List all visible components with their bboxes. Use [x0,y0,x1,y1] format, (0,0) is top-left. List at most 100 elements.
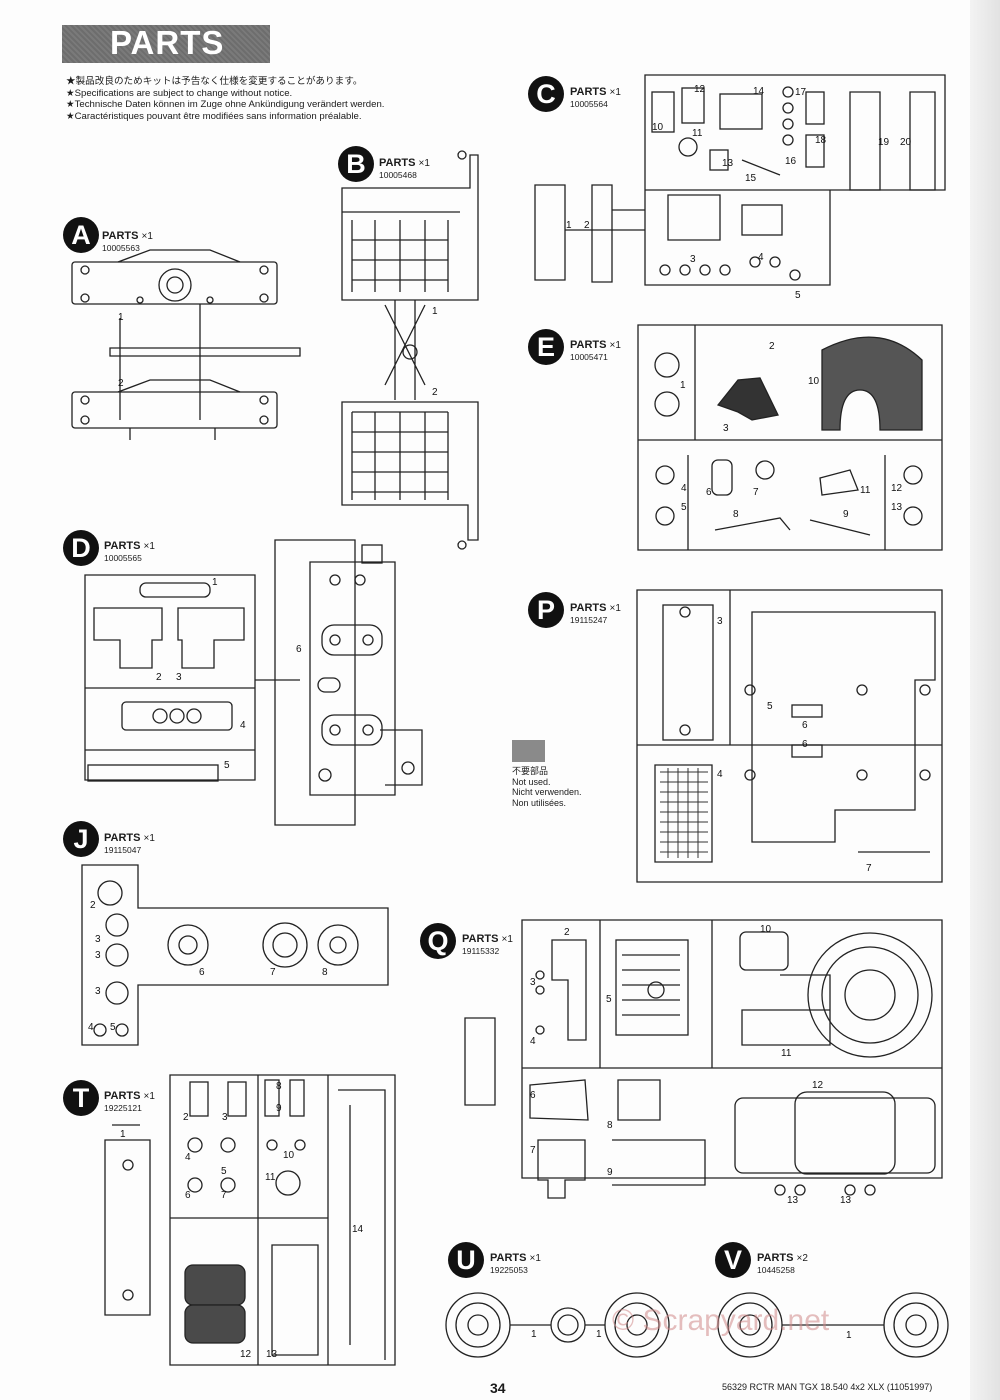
svg-text:6: 6 [802,720,808,731]
svg-text:6: 6 [296,644,302,655]
sprue-u-badge: U [448,1242,484,1278]
svg-text:9: 9 [607,1167,613,1178]
svg-text:7: 7 [753,487,759,498]
svg-text:12: 12 [812,1080,824,1091]
svg-text:8: 8 [607,1120,613,1131]
svg-text:13: 13 [722,158,734,169]
sprue-q-badge: Q [420,923,456,959]
svg-text:14: 14 [753,86,765,97]
not-used-legend: 不要部品 Not used. Nicht verwenden. Non util… [512,766,582,808]
svg-text:7: 7 [866,863,872,874]
svg-text:14: 14 [352,1224,364,1235]
sprue-a-badge: A [63,217,99,253]
svg-text:5: 5 [606,994,612,1005]
notice-en: ★Specifications are subject to change wi… [66,87,293,99]
sprue-a-label: PARTS ×1 [102,230,153,242]
sprue-q-code: 19115332 [462,946,500,956]
not-used-en: Not used. [512,776,551,787]
sprue-d-badge: D [63,530,99,566]
svg-text:12: 12 [694,84,706,95]
svg-text:7: 7 [530,1145,536,1156]
svg-text:2: 2 [564,927,570,938]
svg-text:3: 3 [222,1112,228,1123]
svg-text:4: 4 [530,1036,536,1047]
svg-text:2: 2 [432,387,438,398]
sprue-v-code: 10445258 [757,1265,795,1275]
svg-text:12: 12 [240,1349,252,1360]
sprue-p-label: PARTS ×1 [570,602,621,614]
svg-text:20: 20 [900,137,912,148]
sprue-p-grid [660,768,708,858]
svg-text:1: 1 [432,306,438,317]
svg-text:11: 11 [265,1172,276,1183]
svg-text:10: 10 [283,1150,295,1161]
sprue-t-badge: T [63,1080,99,1116]
svg-text:5: 5 [110,1022,116,1033]
sprue-d-drawing: 12 34 56 [84,539,423,826]
sprue-a-code: 10005563 [102,243,140,253]
svg-text:11: 11 [860,485,871,496]
svg-text:16: 16 [785,156,797,167]
sprue-v-drawing: 1 [717,1292,949,1358]
svg-text:6: 6 [802,739,808,750]
svg-text:6: 6 [530,1090,536,1101]
svg-text:1: 1 [596,1329,602,1340]
svg-text:2: 2 [183,1112,189,1123]
svg-text:5: 5 [224,760,230,771]
svg-text:2: 2 [118,378,124,389]
svg-text:10: 10 [652,122,664,133]
svg-text:18: 18 [815,135,827,146]
sprue-c-badge: C [528,76,564,112]
svg-text:3: 3 [717,616,723,627]
svg-text:5: 5 [221,1166,227,1177]
sprue-p-drawing: 3 4 5 6 6 7 [636,589,943,883]
footer-text: 56329 RCTR MAN TGX 18.540 4x2 XLX (11051… [722,1382,933,1392]
notice-ja: ★製品改良のためキットは予告なく仕様を変更することがあります。 [66,76,363,87]
svg-text:1: 1 [846,1330,852,1341]
sprue-a-drawing: 1 2 [71,249,301,440]
svg-text:8: 8 [276,1081,282,1092]
notice-de: ★Technische Daten können im Zuge ohne An… [66,99,385,110]
notice-fr: ★Caractéristiques pouvant être modifiées… [66,110,362,122]
svg-text:19: 19 [878,137,890,148]
svg-text:13: 13 [266,1349,278,1360]
svg-text:2: 2 [156,672,162,683]
svg-text:2: 2 [90,900,96,911]
sprue-b-badge: B [338,146,374,182]
sprue-c-label: PARTS ×1 [570,86,621,98]
svg-text:9: 9 [843,509,849,520]
svg-text:13: 13 [891,502,903,513]
svg-text:9: 9 [276,1103,282,1114]
svg-text:3: 3 [95,986,101,997]
svg-text:8: 8 [733,509,739,520]
svg-text:15: 15 [745,173,757,184]
sprue-q-label: PARTS ×1 [462,933,513,945]
svg-text:7: 7 [270,967,276,978]
svg-text:6: 6 [185,1190,191,1201]
svg-text:4: 4 [717,769,723,780]
sprue-j-code: 19115047 [104,845,142,855]
svg-text:17: 17 [795,87,807,98]
sprue-u-label: PARTS ×1 [490,1252,541,1264]
sprue-d-label: PARTS ×1 [104,540,155,552]
svg-text:3: 3 [176,672,182,683]
svg-text:1: 1 [566,220,572,231]
watermark: © Scrapyard.net [612,1304,830,1337]
sprue-d-code: 10005565 [104,553,142,563]
header-bar [62,25,270,63]
svg-text:1: 1 [120,1129,126,1140]
sprue-t-label: PARTS ×1 [104,1090,155,1102]
svg-text:5: 5 [767,701,773,712]
sprue-t-code: 19225121 [104,1103,142,1113]
not-used-swatch [512,740,545,762]
svg-text:6: 6 [706,487,712,498]
page-number: 34 [490,1380,506,1396]
svg-text:4: 4 [240,720,246,731]
svg-text:10: 10 [808,376,820,387]
svg-text:3: 3 [95,950,101,961]
